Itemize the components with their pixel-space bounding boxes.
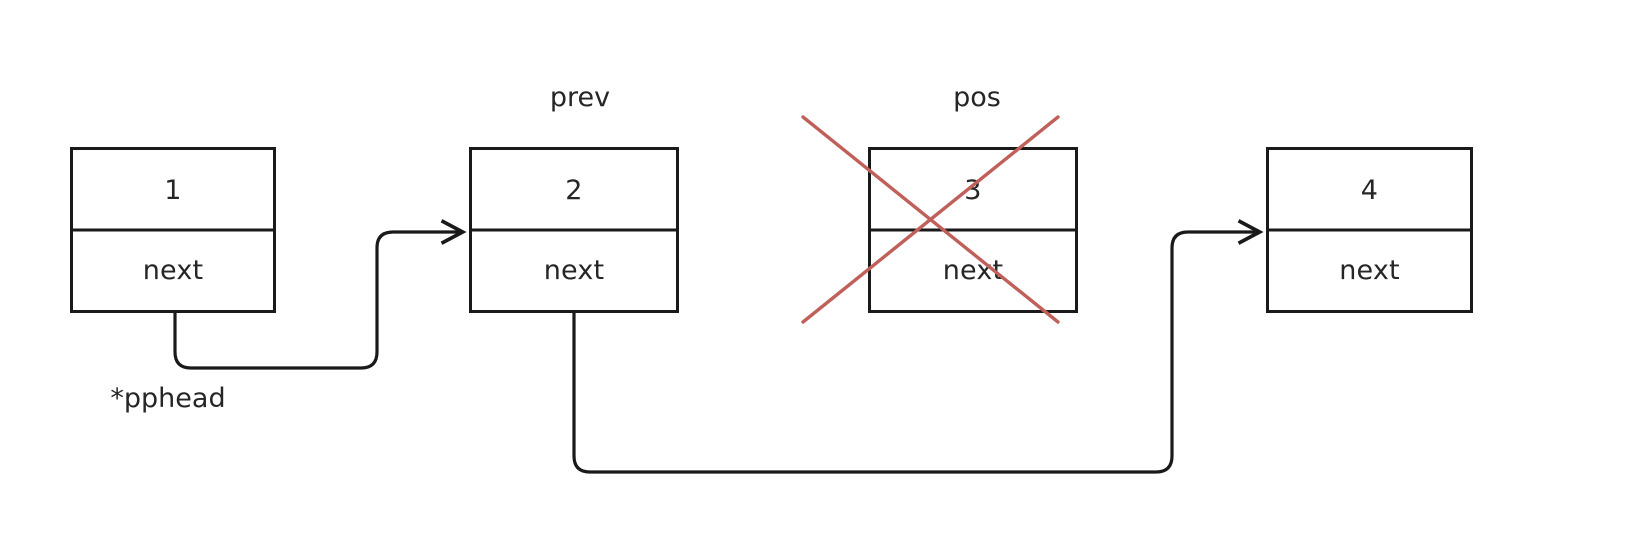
node-value: 2: [565, 174, 583, 206]
arrow-node2-to-node4: [572, 219, 1264, 474]
node-divider: [73, 228, 273, 232]
label-prev: prev: [549, 82, 611, 113]
node-next-field: next: [1339, 254, 1400, 286]
node-next-field: next: [543, 254, 605, 286]
node-divider: [472, 228, 676, 232]
label-pphead: *pphead: [110, 383, 226, 414]
list-node-2[interactable]: 2 next: [469, 147, 679, 313]
list-node-4[interactable]: 4 next: [1266, 147, 1473, 313]
node-value: 1: [164, 174, 182, 206]
arrow-head-to-node2: [173, 219, 467, 370]
list-node-3-deleted[interactable]: 3 next: [868, 147, 1078, 313]
label-pos: pos: [953, 82, 1001, 113]
list-node-1[interactable]: 1 next: [70, 147, 276, 313]
delete-cross-stroke-b: [801, 115, 1060, 324]
node-divider: [871, 228, 1075, 232]
node-next-field: next: [142, 254, 204, 286]
node-divider: [1269, 228, 1470, 232]
node-value: 4: [1360, 174, 1379, 206]
